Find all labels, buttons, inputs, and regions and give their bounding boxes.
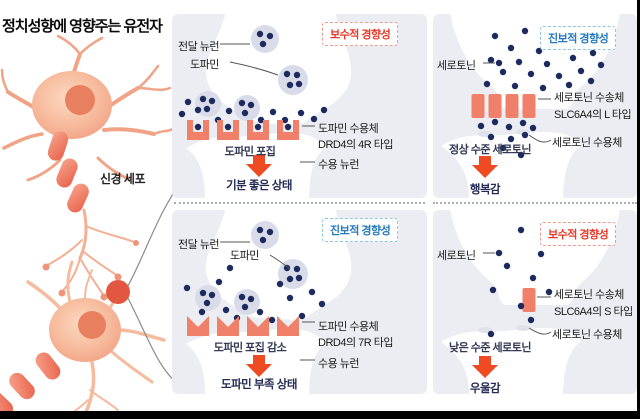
tendency-badge: 진보적 경향성: [322, 218, 399, 242]
receptor-label: 세로토닌 수용체: [552, 329, 622, 341]
pointer-lines: [483, 252, 552, 335]
down-arrow: [246, 355, 272, 377]
serotonin-transporters-l: [471, 94, 536, 118]
result-label: 도파민 부족 상태: [221, 379, 297, 391]
synapse-art-dopamine-7r: [183, 210, 352, 394]
bottom-black-bar: [0, 411, 640, 419]
synapse-highlight-circle: [106, 280, 130, 304]
receptor-label: 세로토닌 수용체: [552, 137, 622, 149]
axon-arbor: [45, 208, 135, 297]
dopamine-receptors-7r: [187, 316, 299, 336]
soma-top: [32, 71, 112, 139]
level-label: 낮은 수준 세로토닌: [448, 342, 532, 354]
serotonin-dots: [487, 226, 553, 338]
molecule-label: 세로토닌: [437, 60, 476, 72]
arbor-tips: [42, 240, 139, 301]
page-title: 정치성향에 영향주는 유전자: [2, 18, 163, 35]
molecule-label: 도파민: [190, 59, 219, 71]
receptor-name-label: 도파민 수용체: [318, 321, 379, 333]
receptor-type-label: DRD4의 7R 타입: [318, 337, 393, 349]
nucleus-bottom: [78, 311, 106, 339]
result-label: 우울감: [469, 383, 501, 395]
capture-label: 도파민 포집 감소: [213, 342, 287, 354]
dopamine-receptors-4r: [187, 120, 299, 140]
receptor-type-label: DRD4의 4R 타입: [318, 139, 393, 151]
postsynaptic-neuron: [441, 327, 581, 394]
nerve-cell-label: 신경 세포: [100, 172, 146, 186]
down-arrow: [472, 356, 498, 378]
tendency-badge: 보수적 경향성: [540, 222, 617, 246]
serotonin-transporter-s: [522, 288, 536, 312]
transporter-type-label: SLC6A4의 L 타입: [554, 109, 632, 121]
tendency-badge: 진보적 경향성: [540, 26, 617, 50]
right-black-bar: [637, 0, 640, 419]
transporter-type-label: SLC6A4의 S 타입: [554, 306, 633, 318]
panel-serotonin-conservative: 보수적 경향성 세로토닌 세로토닌 수송체 SLC6A4의 S 타입 세로토닌 …: [433, 210, 637, 395]
serotonin-dots: [477, 27, 605, 159]
myelin-capsules-top: [47, 131, 89, 213]
dendrites-top: [0, 34, 175, 182]
tendency-badge: 보수적 경향성: [322, 22, 399, 46]
result-label: 행복감: [469, 184, 501, 196]
myelin-capsules-bottom: [0, 352, 61, 412]
pointer-lines: [220, 241, 315, 361]
receptor-notches: [478, 325, 530, 333]
divider-right-column: [433, 202, 637, 204]
down-arrow: [246, 155, 272, 177]
pointer-lines: [483, 62, 552, 143]
transporter-name-label: 세로토닌 수송체: [554, 92, 624, 104]
result-label: 기분 좋은 상태: [226, 180, 292, 192]
divider-middle-column: [174, 202, 425, 204]
synapse-art-dopamine-4r: [178, 14, 352, 198]
transmitter-neuron-label: 전달 뉴런: [178, 41, 220, 53]
transporter-name-label: 세로토닌 수송체: [554, 289, 624, 301]
dopamine-dots: [183, 226, 326, 324]
down-arrow: [472, 156, 498, 178]
panel-serotonin-progressive: 진보적 경향성 세로토닌 세로토닌 수송체 SLC6A4의 L 타입 세로토닌 …: [433, 14, 637, 198]
dopamine-dots: [178, 30, 328, 124]
soma-bottom: [49, 298, 121, 362]
panel-dopamine-conservative: 보수적 경향성 전달 뉴런 도파민 도파민 포집 도파민 수용체 DRD4의 4…: [172, 14, 427, 198]
receiver-neuron-label: 수용 뉴런: [318, 159, 360, 171]
receptor-name-label: 도파민 수용체: [318, 123, 379, 135]
postsynaptic-neuron: [441, 131, 581, 198]
pointer-lines: [220, 43, 315, 163]
captured-dots: [194, 123, 292, 131]
receiver-neuron-label: 수용 뉴런: [318, 358, 360, 370]
neuron-illustration: [0, 34, 175, 412]
panel-dopamine-progressive: 진보적 경향성 전달 뉴런 도파민 도파민 포집 감소 도파민 수용체 DRD4…: [172, 210, 427, 394]
dendrites-bottom: [26, 260, 166, 412]
vesicles: [195, 25, 308, 121]
transmitter-neuron-label: 전달 뉴런: [178, 239, 220, 251]
molecule-label: 도파민: [230, 250, 259, 262]
molecule-label: 세로토닌: [437, 250, 476, 262]
nucleus-top: [65, 85, 95, 115]
capture-label: 도파민 포집: [224, 146, 276, 158]
level-label: 정상 수준 세로토닌: [448, 144, 532, 156]
